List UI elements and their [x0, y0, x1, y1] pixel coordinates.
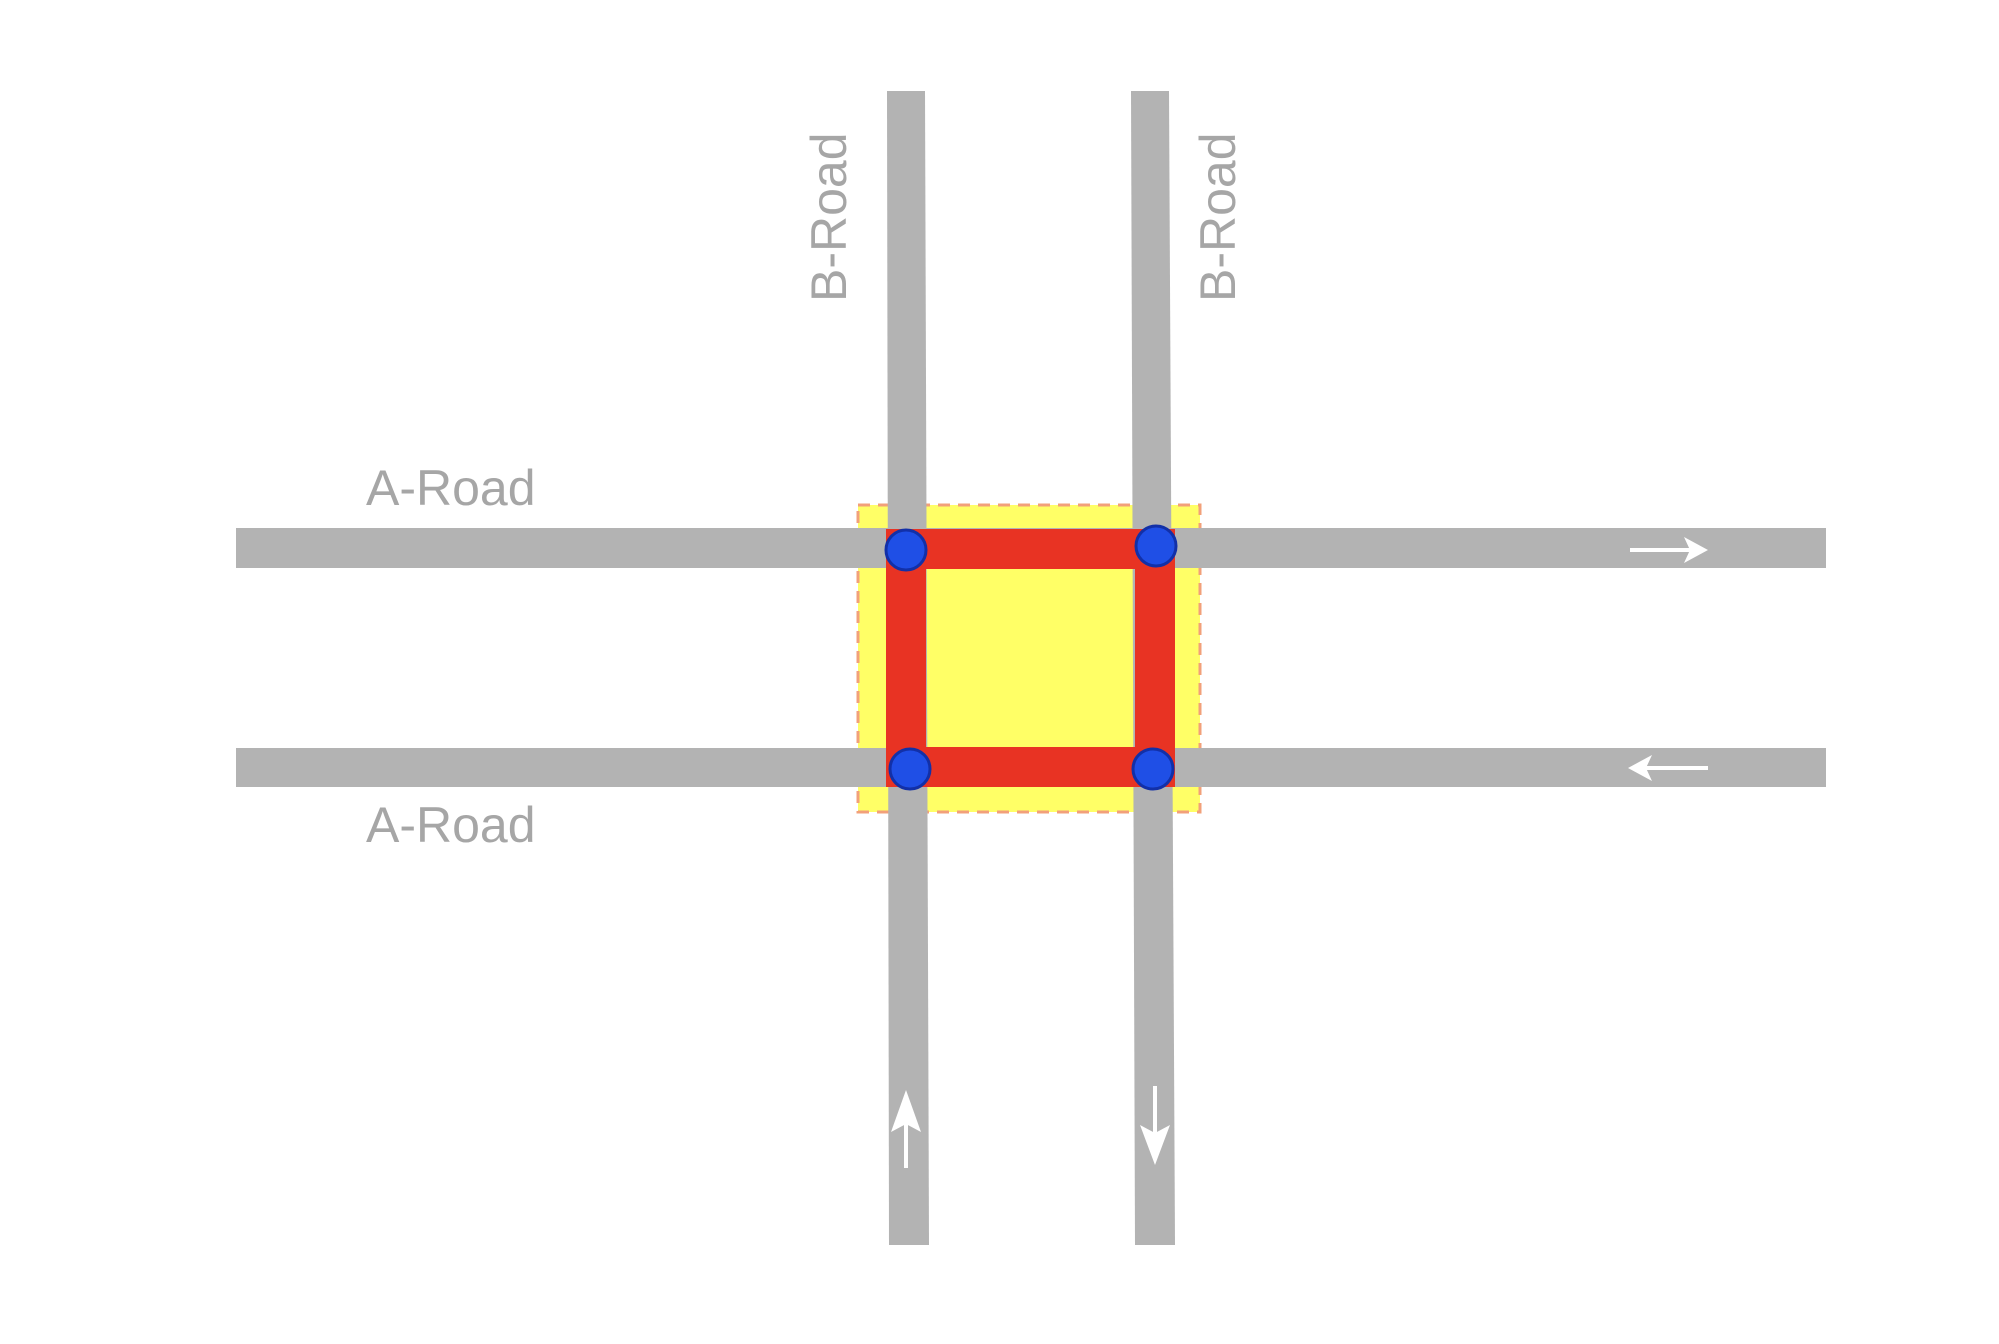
- b-road-right-label: B-Road: [1190, 132, 1246, 302]
- a-road-top-label: A-Road: [366, 460, 536, 516]
- a-road-bottom-label: A-Road: [366, 797, 536, 853]
- junction-link-loop: [886, 529, 1175, 787]
- junction-node-top-right: [1134, 524, 1178, 568]
- junction-node-top-left: [884, 528, 928, 572]
- junction-node-bottom-left: [888, 747, 932, 791]
- arrow-north-icon: [891, 1090, 921, 1168]
- junction-node-bottom-right: [1131, 747, 1175, 791]
- arrow-south-icon: [1140, 1086, 1170, 1165]
- arrow-west-icon: [1628, 755, 1708, 781]
- arrow-east-icon: [1630, 537, 1708, 563]
- b-road-left-label: B-Road: [801, 132, 857, 302]
